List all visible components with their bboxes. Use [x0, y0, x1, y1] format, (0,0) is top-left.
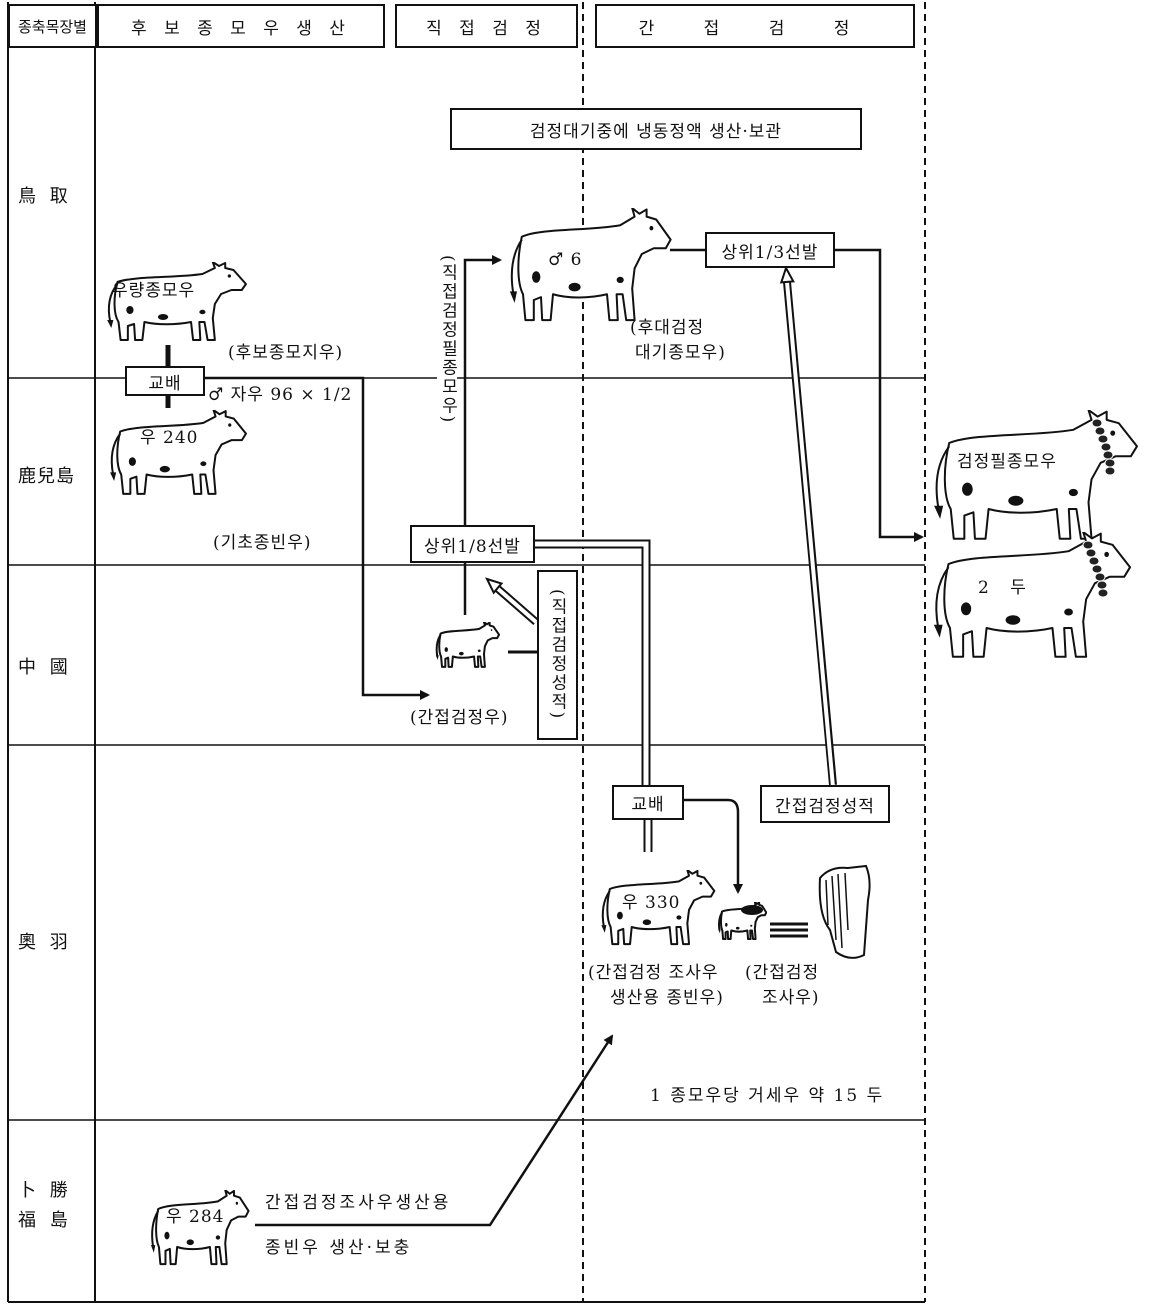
male-calves-count: ♂ 자우 96 × 1/2: [208, 385, 353, 405]
test-steer-caption-line1: (간접검정: [745, 963, 820, 983]
test-steer-caption-line2: 조사우): [762, 988, 820, 1008]
header-candidate-production-label: 후 보 종 모 우 생 산: [131, 18, 351, 39]
direct-test-results-box: (직접검정성적): [537, 570, 578, 740]
arrow-top-third-to-tested-sires: [835, 248, 924, 542]
progeny-test-caption-line2: 대기종모우): [635, 343, 726, 363]
header-farm-column: 종축목장별: [8, 4, 97, 48]
test-calf-patch: [741, 905, 763, 915]
hollow-line-selection-to-mating: [535, 539, 651, 787]
header-direct-test: 직 접 검 정: [395, 4, 578, 48]
supply-purpose-line2: 종빈우 생산·보충: [265, 1238, 413, 1258]
direct-tested-sire-caption: (직접검정필종모우): [437, 255, 458, 425]
garland-icon: [1082, 540, 1109, 598]
progeny-test-caption-line1: (후대검정: [630, 318, 705, 338]
header-farm-column-label: 종축목장별: [17, 17, 87, 36]
row-label-chugoku: 中 國: [18, 657, 72, 678]
row-label-kagoshima: 鹿兒島: [18, 466, 75, 487]
mating-box-upper: 교배: [125, 366, 205, 396]
arrow-selection-to-waiting-sire: [463, 255, 502, 525]
row-label-tottori: 鳥 取: [18, 186, 72, 207]
tested-sire-count: 2 두: [978, 578, 1034, 598]
indirect-test-results-box: 간접검정성적: [760, 785, 890, 823]
hollow-arrow-results-to-top-third: [779, 265, 837, 788]
header-indirect-test-label: 간 접 검 정: [638, 18, 872, 39]
top-eighth-selection-box: 상위1/8선발: [410, 525, 535, 563]
hollow-arrow-results-to-selection: [485, 577, 539, 626]
row-label-ou: 奧 羽: [18, 932, 72, 953]
supply-cow-label: 우 284: [166, 1207, 225, 1227]
tested-sire-label: 검정필종모우: [957, 452, 1057, 472]
mating-box-lower-label: 교배: [631, 795, 665, 815]
mating-box-upper-label: 교배: [148, 373, 182, 394]
mating-box-lower: 교배: [612, 785, 684, 820]
indirect-test-bull-caption: (간접검정우): [410, 708, 509, 728]
indirect-test-results-label: 간접검정성적: [775, 796, 875, 817]
frozen-semen-note: 검정대기중에 냉동정액 생산·보관: [450, 108, 862, 150]
equals-icon: [770, 922, 808, 938]
row-label-fukushima: 福 島: [18, 1210, 72, 1231]
arrow-supply-cows: [255, 1034, 614, 1227]
arrow-calves-to-indirect-bull: [205, 376, 430, 700]
garland-icon: [1091, 418, 1116, 476]
foundation-cow-label: 우 240: [140, 428, 199, 448]
candidate-bull-calves-caption: (후보종모지우): [228, 343, 344, 363]
supply-purpose-line1: 간접검정조사우생산용: [265, 1193, 452, 1213]
direct-test-results-label: (직접검정성적): [547, 589, 567, 721]
steers-per-sire-note: 1 종모우당 거세우 약 15 두: [650, 1086, 885, 1106]
top-third-selection-box: 상위1/3선발: [705, 232, 835, 268]
breeding-cow-label: 우 330: [622, 893, 681, 913]
waiting-sire-label: ♂ 6: [548, 250, 583, 270]
arrow-mating-to-calf: [684, 798, 743, 894]
top-eighth-selection-label: 상위1/8선발: [424, 536, 521, 557]
indirect-test-bull-icon: [435, 622, 500, 668]
header-direct-test-label: 직 접 검 정: [426, 18, 547, 39]
foundation-cow-caption: (기초종빈우): [213, 533, 312, 553]
elite-sire-label: 우량종모우: [112, 281, 196, 301]
waiting-sire-cow-icon: [508, 208, 673, 322]
top-third-selection-label: 상위1/3선발: [721, 242, 819, 263]
breeding-cow-caption-line1: (간접검정 조사우: [588, 963, 719, 983]
breeding-cow-caption-line2: 생산용 종빈우): [610, 988, 724, 1008]
row-label-tokachi: 卜 勝: [18, 1180, 72, 1201]
foundation-cow-icon: [108, 410, 248, 495]
header-candidate-production: 후 보 종 모 우 생 산: [97, 4, 385, 48]
frozen-semen-note-text: 검정대기중에 냉동정액 생산·보관: [529, 121, 783, 142]
header-indirect-test: 간 접 검 정: [595, 4, 915, 48]
carcass-icon: [818, 864, 871, 959]
